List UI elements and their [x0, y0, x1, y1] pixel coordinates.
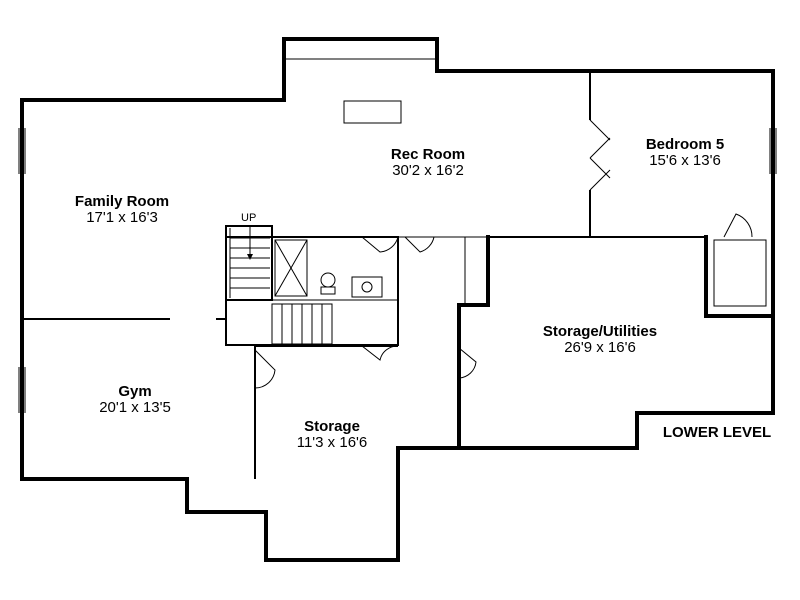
- fireplace-hearth: [343, 100, 402, 124]
- door-utilities: [458, 347, 477, 379]
- room-dims-family-room: 17'1 x 16'3: [86, 209, 158, 226]
- room-name-rec-room: Rec Room: [391, 146, 465, 163]
- door-rec-2: [404, 236, 435, 253]
- window-left-upper: [18, 128, 26, 174]
- room-dims-rec-room: 30'2 x 16'2: [392, 162, 464, 179]
- utility-closet: [713, 239, 767, 307]
- window-right: [769, 128, 777, 174]
- window-left-lower: [18, 367, 26, 413]
- door-rec-1: [361, 236, 399, 253]
- shower-diagonal-2: [274, 239, 308, 297]
- stair-arrow-icon: [247, 226, 253, 260]
- door-bedroom-1: [589, 119, 611, 191]
- utility-wall: [457, 235, 490, 450]
- toilet-icon: [320, 272, 336, 295]
- room-dims-storage-utilities: 26'9 x 16'6: [564, 339, 636, 356]
- door-gym: [254, 349, 276, 389]
- room-name-gym: Gym: [118, 383, 151, 400]
- room-name-bedroom-5: Bedroom 5: [646, 136, 724, 153]
- door-closet: [723, 213, 753, 238]
- sink-icon: [351, 276, 383, 298]
- room-dims-bedroom-5: 15'6 x 13'6: [649, 152, 721, 169]
- stair-treads-lower: [271, 303, 333, 345]
- room-dims-gym: 20'1 x 13'5: [99, 399, 171, 416]
- exterior-wall: [20, 37, 775, 562]
- room-name-storage: Storage: [304, 418, 360, 435]
- shower: [274, 239, 308, 297]
- stair-label: UP: [241, 212, 256, 224]
- room-name-storage-utilities: Storage/Utilities: [543, 323, 657, 340]
- door-storage: [361, 345, 399, 361]
- room-name-family-room: Family Room: [75, 193, 169, 210]
- room-dims-storage: 11'3 x 16'6: [297, 434, 368, 451]
- floor-level-label: LOWER LEVEL: [663, 424, 771, 441]
- utility-closet-wall: [704, 235, 775, 318]
